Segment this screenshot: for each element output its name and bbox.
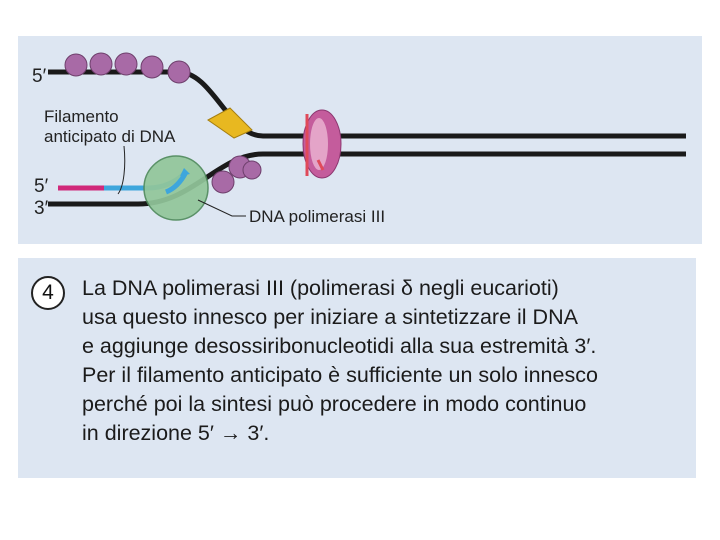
leading-strand-leader-line: [117, 145, 126, 195]
ssb-proteins-bottom: [211, 155, 262, 194]
diagram-panel: 5′ Filamento anticipato di DNA 5′ 3′ DNA…: [18, 36, 702, 244]
primase-shape: [207, 107, 253, 139]
polymerase-leader-line: [197, 199, 246, 217]
step-text-line: Per il filamento anticipato è sufficient…: [82, 363, 598, 387]
step-description-panel: 4 La DNA polimerasi III (polimerasi δ ne…: [18, 258, 696, 478]
ssb-proteins-top: [64, 52, 191, 84]
top-strand-5prime-label: 5′: [32, 66, 47, 87]
leading-strand-label-line2: anticipato di DNA: [44, 127, 176, 146]
replication-fork-diagram: 5′ Filamento anticipato di DNA 5′ 3′ DNA…: [32, 52, 686, 226]
bottom-parental-strand: [48, 151, 686, 207]
dna-polymerase-label: DNA polimerasi III: [249, 207, 385, 226]
step-text-line: usa questo innesco per iniziare a sintet…: [82, 305, 578, 329]
step-number-badge: 4: [31, 276, 65, 310]
bottom-strand-5prime-label: 5′: [34, 176, 49, 197]
leading-strand-label-line1: Filamento: [44, 107, 119, 126]
step-text-line: e aggiunge desossiribonucleotidi alla su…: [82, 334, 597, 358]
helicase-ring: [302, 109, 342, 179]
step-text-line: perché poi la sintesi può procedere in m…: [82, 392, 587, 416]
bottom-strand-3prime-label: 3′: [34, 198, 49, 219]
step-text-line: La DNA polimerasi III (polimerasi δ negl…: [82, 276, 559, 300]
step-description-text: La DNA polimerasi III (polimerasi δ negl…: [82, 274, 692, 448]
step-text-line: in direzione 5′ → 3′.: [82, 421, 270, 445]
